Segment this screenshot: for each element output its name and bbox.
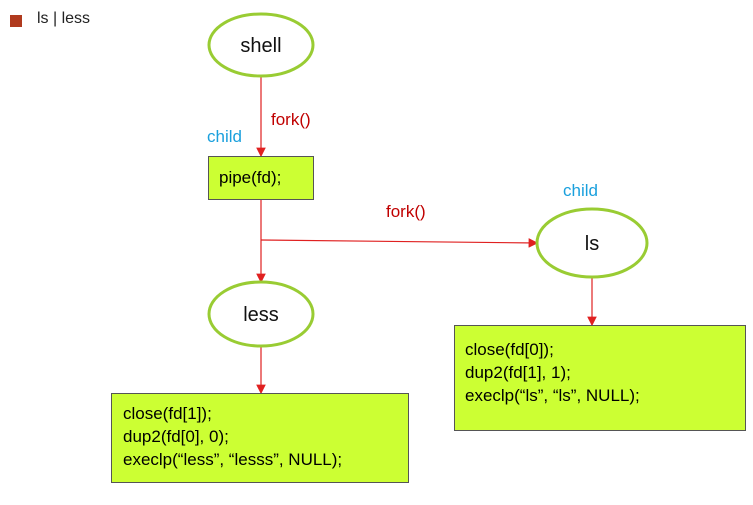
code-box-pipe: pipe(fd);: [208, 156, 314, 200]
node-less-label: less: [243, 304, 279, 326]
child-label-2: child: [563, 181, 598, 200]
code-line: close(fd[1]);: [123, 404, 212, 423]
code-box-less: close(fd[1]); dup2(fd[0], 0); execlp(“le…: [111, 393, 409, 483]
code-box-ls: close(fd[0]); dup2(fd[1], 1); execlp(“ls…: [454, 325, 746, 431]
code-line: dup2(fd[1], 1);: [465, 363, 571, 382]
node-shell: [207, 12, 315, 78]
child-label-1: child: [207, 127, 242, 146]
node-ls-label: ls: [585, 233, 599, 255]
node-ls: [535, 207, 649, 279]
arrow-pipe-to-ls: [260, 238, 539, 248]
bullet-square: [10, 15, 22, 27]
code-line: pipe(fd);: [219, 168, 282, 187]
code-line: dup2(fd[0], 0);: [123, 427, 229, 446]
slide-heading: ls | less: [37, 10, 91, 27]
node-shell-label: shell: [240, 35, 281, 57]
node-less: [207, 280, 315, 348]
code-line: close(fd[0]);: [465, 340, 554, 359]
fork-label-1: fork(): [271, 110, 311, 129]
code-line: execlp(“less”, “lesss”, NULL);: [123, 450, 343, 469]
fork-label-2: fork(): [386, 202, 426, 221]
code-line: execlp(“ls”, “ls”, NULL);: [465, 386, 640, 405]
